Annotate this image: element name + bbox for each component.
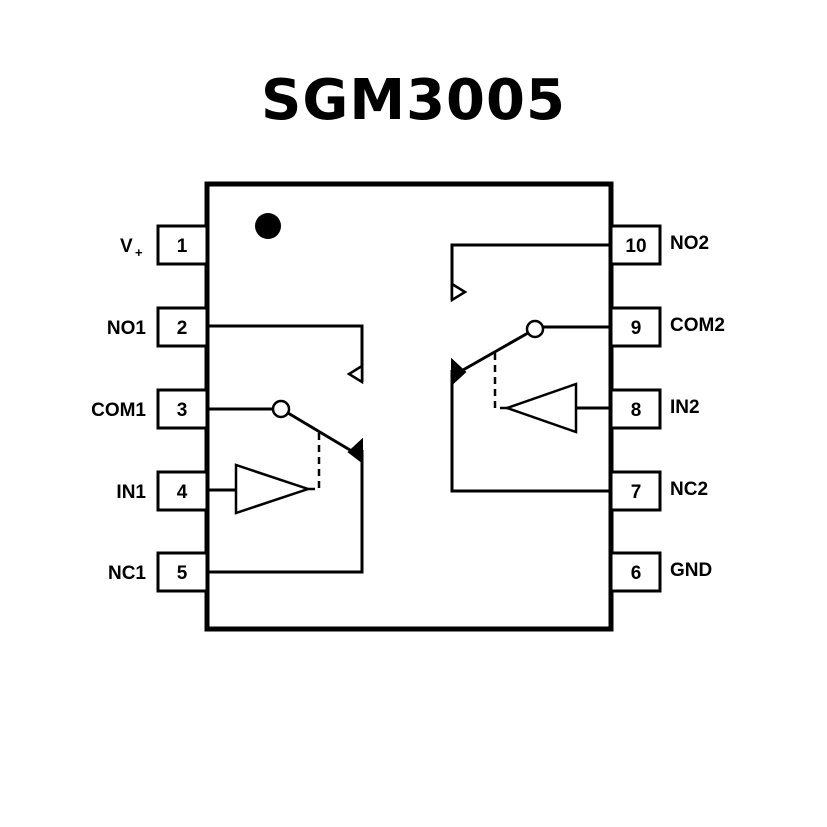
com2-pivot — [525, 319, 545, 339]
pin-7-number: 7 — [631, 482, 642, 503]
pin-6: 6 GND — [609, 551, 712, 593]
pin1-indicator-dot — [255, 213, 281, 239]
switch-2 — [450, 243, 611, 493]
pin-1: 1 V + — [120, 224, 209, 266]
switch2-arm — [455, 331, 529, 376]
pin-3-name: COM1 — [91, 400, 146, 421]
pin-1-name: V — [120, 236, 133, 257]
pin-7-name: NC2 — [670, 479, 708, 500]
no1-contact — [346, 363, 364, 385]
in1-control-link — [308, 432, 321, 491]
in2-control-link — [493, 352, 507, 410]
pin-6-name: GND — [670, 560, 712, 581]
pin-5-name: NC1 — [108, 563, 146, 584]
pin-8-number: 8 — [631, 400, 642, 421]
nc1-contact — [347, 437, 363, 465]
com1-pivot — [271, 399, 291, 419]
switch-1 — [207, 324, 364, 574]
pin-8: 8 IN2 — [609, 388, 700, 430]
pin-8-name: IN2 — [670, 397, 700, 418]
pin-5: 5 NC1 — [108, 551, 209, 593]
pin-2-name: NO1 — [107, 318, 147, 339]
in2-buffer — [503, 382, 578, 434]
pin-10-number: 10 — [625, 236, 646, 257]
pin-5-number: 5 — [177, 563, 188, 584]
pin-4: 4 IN1 — [116, 470, 209, 512]
nc1-trace — [207, 450, 364, 574]
nc2-contact — [451, 357, 467, 387]
chip-title: SGM3005 — [261, 68, 566, 133]
pin-1-name-subscript: + — [135, 245, 143, 260]
pin-7: 7 NC2 — [609, 470, 708, 512]
pin-3: 3 COM1 — [91, 388, 209, 430]
pin-10-name: NO2 — [670, 233, 709, 254]
pin-9-number: 9 — [631, 318, 642, 339]
pin-6-number: 6 — [631, 563, 642, 584]
pin-3-number: 3 — [177, 400, 188, 421]
no2-contact — [450, 281, 468, 303]
pin-10: 10 NO2 — [609, 224, 709, 266]
switch1-arm — [287, 411, 361, 458]
nc2-trace — [450, 370, 611, 493]
pin-2: 2 NO1 — [107, 306, 209, 348]
pin-1-number: 1 — [177, 236, 188, 257]
pin-9-name: COM2 — [670, 315, 725, 336]
pin-9: 9 COM2 — [609, 306, 725, 348]
pin-4-name: IN1 — [116, 482, 146, 503]
no2-trace — [450, 243, 611, 300]
no1-trace — [207, 324, 364, 382]
in1-buffer — [234, 463, 312, 515]
pin-4-number: 4 — [177, 482, 188, 503]
pin-2-number: 2 — [177, 318, 188, 339]
